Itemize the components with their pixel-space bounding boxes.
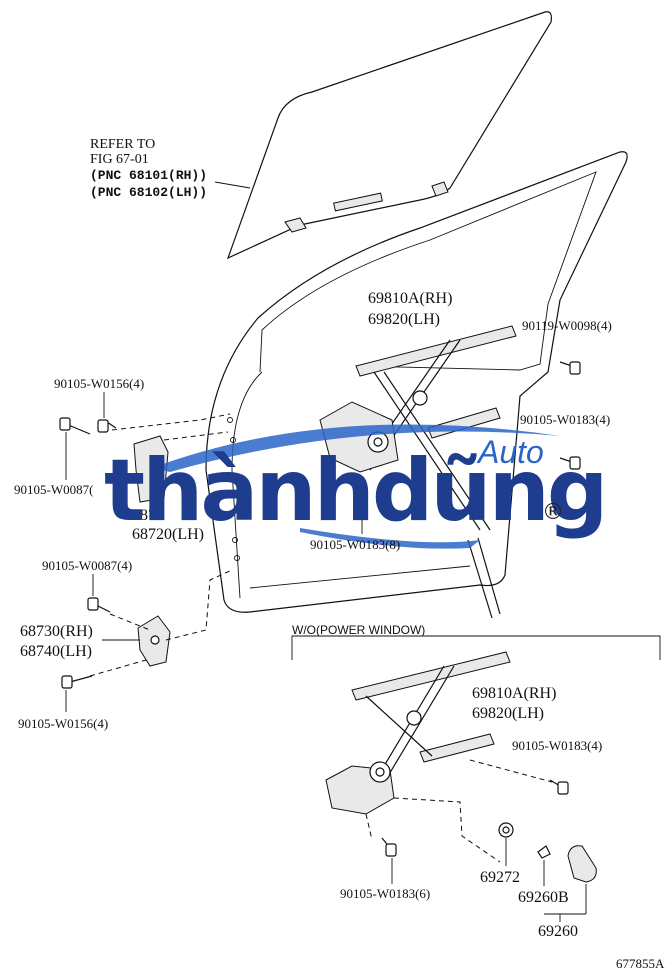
dash-hinge-upper [111, 413, 231, 441]
watermark-registered: ® [542, 500, 564, 525]
section-title: W/O(POWER WINDOW) [292, 623, 426, 637]
manual-rail-bottom [419, 733, 495, 763]
door-hole-4 [234, 555, 240, 561]
door-hole-1 [227, 417, 233, 423]
glass-clip-right [431, 181, 449, 197]
manual-arm-1 [365, 695, 433, 757]
bolt-0183-right-icon [559, 456, 581, 470]
regulator-arm-2 [383, 371, 491, 531]
bolt-0087-left-icon [59, 417, 91, 435]
watermark-swoosh [152, 424, 560, 472]
door-inner-line [231, 371, 263, 599]
watermark-underline [300, 528, 480, 549]
refer-line-4: (PNC 68102(LH)) [90, 185, 208, 200]
bolt-0183-6-icon [381, 837, 397, 857]
regulator-motor [319, 401, 399, 473]
label-bolt-90119: 90119-W0098(4) [522, 318, 612, 333]
glass-channel [333, 192, 383, 212]
label-regulator-rh: 69810A(RH) [368, 290, 453, 307]
motor-gear-inner [373, 437, 383, 447]
bolt-0087-4-icon [87, 597, 111, 613]
label-hinge-partial: 6871 [132, 507, 164, 524]
door-hole-2 [230, 437, 236, 443]
lower-guide-1 [467, 539, 493, 619]
clip-icon [537, 845, 551, 859]
refer-line-2: FIG 67-01 [90, 152, 149, 167]
label-bolt-0183-8: 90105-W0183(8) [310, 537, 401, 552]
manual-arm-3 [387, 665, 455, 777]
regulator-pivot [412, 390, 428, 406]
washer-hole [502, 826, 510, 834]
label-regulator-lh: 69820(LH) [368, 311, 440, 328]
label-washer: 69272 [480, 869, 520, 886]
handle-icon [567, 845, 597, 883]
regulator-arm-1 [373, 371, 481, 531]
door-lower-line [249, 565, 471, 589]
label-hinge-lh: 68720(LH) [132, 526, 204, 543]
section-bracket [291, 635, 661, 660]
hinge-upper [133, 435, 169, 503]
label-hinge2-lh: 68740(LH) [20, 643, 92, 660]
bolt-90119-icon [559, 361, 581, 375]
door-hole-3 [232, 537, 238, 543]
label-bolt-0156-top: 90105-W0156(4) [54, 376, 145, 391]
label-manual-lh: 69820(LH) [472, 705, 544, 722]
label-bolt-0183-right: 90105-W0183(4) [520, 412, 611, 427]
watermark-brand: thànhdũng [104, 441, 608, 541]
manual-gear-inner [375, 767, 385, 777]
label-manual-rh: 69810A(RH) [472, 685, 557, 702]
refer-line-3: (PNC 68101(RH)) [90, 168, 208, 183]
figure-id: 677855A [616, 956, 665, 971]
dash-hinge-lower [89, 569, 233, 677]
glass-clip-left [284, 217, 307, 233]
window-glass [226, 11, 552, 260]
refer-leader [214, 181, 251, 189]
label-bolt-0183-4b: 90105-W0183(4) [512, 738, 603, 753]
door-inner-frame [259, 171, 597, 373]
watermark-auto: Auto [478, 434, 544, 470]
manual-pivot [406, 710, 422, 726]
door-outline [205, 151, 628, 613]
bolt-0156-bottom-icon [61, 675, 93, 689]
lower-guide-2 [477, 537, 501, 615]
label-hinge2-rh: 68730(RH) [20, 623, 93, 640]
dash-manual [365, 759, 553, 863]
hinge-lower-hole [150, 635, 160, 645]
label-handle: 69260 [538, 923, 578, 940]
bolt-0156-top-icon [97, 419, 117, 433]
label-handle-b: 69260B [518, 889, 569, 906]
manual-rail-top [351, 651, 511, 701]
label-bolt-0183-6: 90105-W0183(6) [340, 886, 431, 901]
refer-line-1: REFER TO [90, 137, 156, 152]
bolt-0183-4b-icon [549, 779, 569, 795]
label-bolt-0087-4: 90105-W0087(4) [42, 558, 133, 573]
regulator-rail-top [355, 325, 517, 377]
label-bolt-0156-bottom: 90105-W0156(4) [18, 716, 109, 731]
label-bolt-0087-left: 90105-W0087( [14, 482, 94, 497]
